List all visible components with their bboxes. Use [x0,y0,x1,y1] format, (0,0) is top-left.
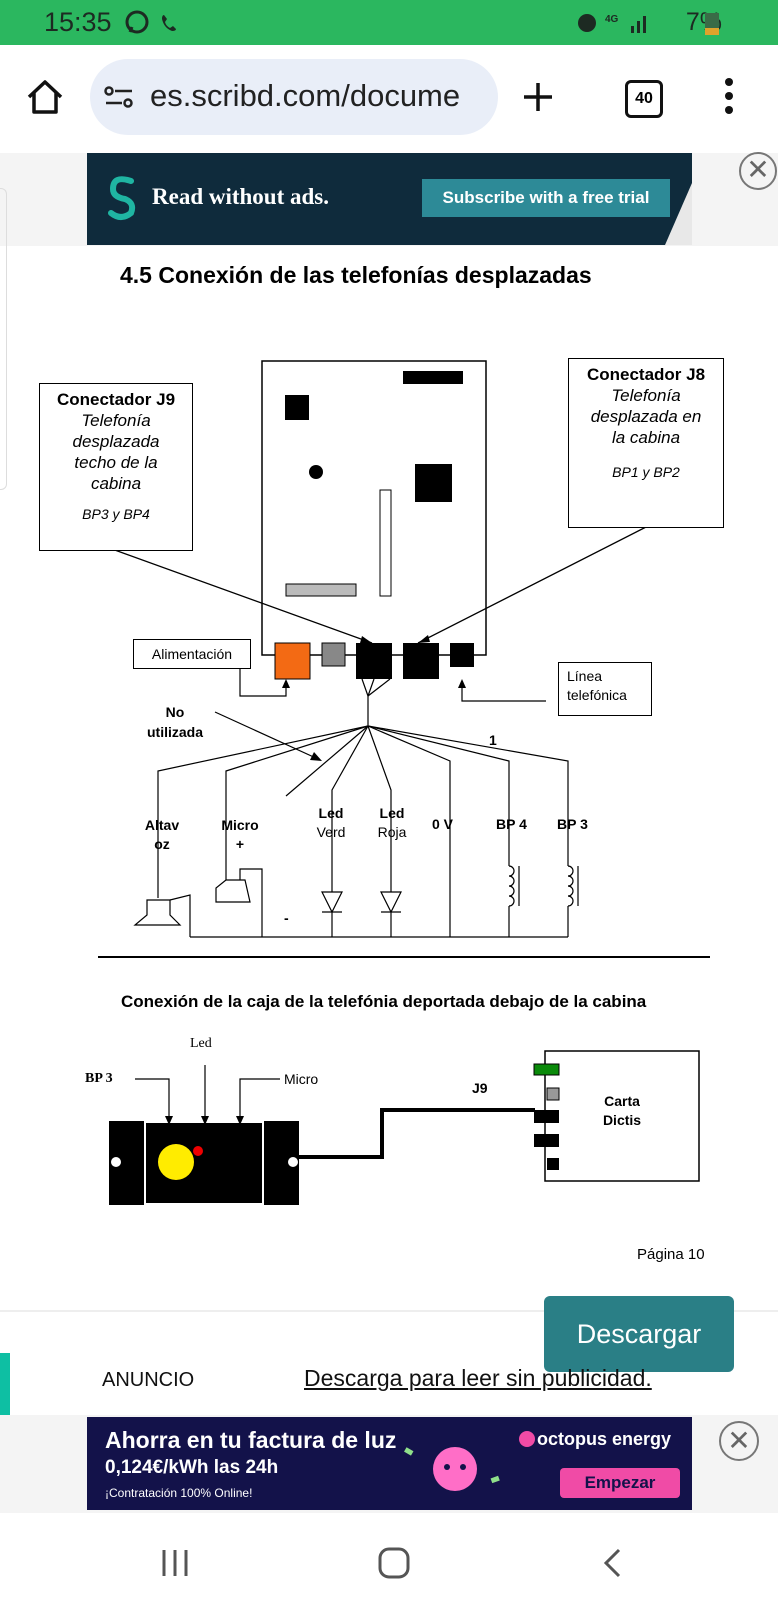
close-ad-button[interactable]: ✕ [739,152,777,190]
divider [98,956,710,958]
no-utilizada-line-2: utilizada [146,724,203,740]
battery-icon [705,13,719,35]
j9-desc-1: Telefonía [81,411,151,430]
site-settings-icon[interactable] [104,84,134,110]
zero-volt-label: 0 V [432,816,454,832]
home-nav-icon[interactable] [377,1546,411,1580]
linea-line-2: telefónica [567,687,627,703]
j8-desc-1: Telefonía [611,386,681,405]
led-verde-line-1: Led [318,805,344,821]
j9-desc-2: desplazada [72,432,160,451]
altavoz-line-2: oz [154,836,170,852]
download-button[interactable]: Descargar [544,1296,734,1372]
back-nav-icon[interactable] [601,1547,623,1579]
network-type: 4G [605,14,619,25]
connector-j9-box: Conectador J9 Telefonía desplazada techo… [39,383,193,551]
browser-toolbar: es.scribd.com/docume 40 [0,45,778,154]
read-without-ads-link[interactable]: Descarga para leer sin publicidad. [304,1365,652,1391]
system-nav-bar [0,1513,778,1600]
linea-telefonica-box: Línea telefónica [558,662,652,716]
carta-line-1: Carta [604,1093,640,1109]
section-subtitle: Conexión de la caja de la telefónia depo… [121,992,647,1011]
more-menu-icon[interactable] [724,77,734,115]
lower-bp3-label: BP 3 [85,1071,113,1086]
j9-title: Conectador J9 [56,390,176,409]
lower-j9-label: J9 [472,1080,488,1096]
ad-line-3: ¡Contratación 100% Online! [105,1486,253,1500]
ad-brand: octopus energy [537,1429,672,1449]
led-roja-label: Led Roja [370,804,414,842]
no-utilizada-line-1: No [165,704,185,720]
bp4-label: BP 4 [496,816,527,832]
micro-line-2: + [235,836,245,852]
page-number: Página 10 [637,1246,705,1263]
status-bar: 15:35 4G 7% [0,0,778,45]
j8-title: Conectador J8 [586,365,706,384]
j8-desc-2: desplazada en [590,407,702,426]
led-roja-line-2: Roja [377,824,407,840]
led-verde-line-2: Verd [316,824,346,840]
separator [0,1310,778,1312]
recent-apps-icon[interactable] [160,1548,190,1578]
carta-dictis-label: Carta Dictis [590,1092,654,1130]
j9-desc-4: cabina [90,474,142,493]
alarm-signal-icons: 4G [578,14,646,33]
ad-banner-top[interactable]: Read without ads. Subscribe with a free … [87,153,692,245]
ad-line-2: 0,124€/kWh las 24h [105,1457,279,1478]
j8-buttons: BP1 y BP2 [612,464,680,480]
carta-line-2: Dictis [602,1112,642,1128]
subscribe-button[interactable]: Subscribe with a free trial [422,179,670,217]
tab-switcher-button[interactable]: 40 [625,80,663,118]
j8-desc-3: la cabina [611,428,681,447]
altavoz-line-1: Altav [144,817,180,833]
octopus-mascot-icon [404,1447,500,1491]
wire-mark-one: 1 [489,732,497,748]
url-bar[interactable]: es.scribd.com/docume [90,59,498,135]
j9-desc-3: techo de la [74,453,158,472]
home-icon[interactable] [26,79,64,115]
messaging-icons [125,10,176,34]
url-text: es.scribd.com/docume [150,78,461,113]
clock: 15:35 [44,7,112,37]
scribd-logo-icon [108,176,136,220]
connector-j8-box: Conectador J8 Telefonía desplazada en la… [568,358,724,528]
alimentacion-label: Alimentación [133,639,251,669]
bp3-label: BP 3 [557,816,588,832]
led-verde-label: Led Verd [309,804,353,842]
new-tab-icon[interactable] [522,81,554,113]
linea-line-1: Línea [567,668,603,684]
ad-paper-decoration [665,183,692,245]
lower-micro-label: Micro [284,1071,319,1087]
ad-line-1: Ahorra en tu factura de luz [105,1427,397,1453]
ad-cta-button[interactable]: Empezar [560,1468,680,1498]
lower-led-label: Led [190,1036,212,1051]
micro-line-1: Micro [221,817,259,833]
altavoz-label: Altav oz [142,816,182,854]
ad-headline: Read without ads. [152,184,330,209]
ad-banner-bottom[interactable]: Ahorra en tu factura de luz 0,124€/kWh l… [87,1417,692,1510]
micro-label: Micro + [218,816,262,854]
no-utilizada-label: No utilizada [142,702,208,742]
close-bottom-ad-button[interactable]: ✕ [719,1421,759,1461]
minus-label: - [284,910,289,926]
page-title: 4.5 Conexión de las telefonías desplazad… [120,262,592,288]
ad-label: ANUNCIO [102,1369,195,1391]
octopus-logo-icon [519,1431,535,1447]
j9-buttons: BP3 y BP4 [82,506,150,522]
led-roja-line-1: Led [379,805,405,821]
side-accent [0,1353,10,1418]
